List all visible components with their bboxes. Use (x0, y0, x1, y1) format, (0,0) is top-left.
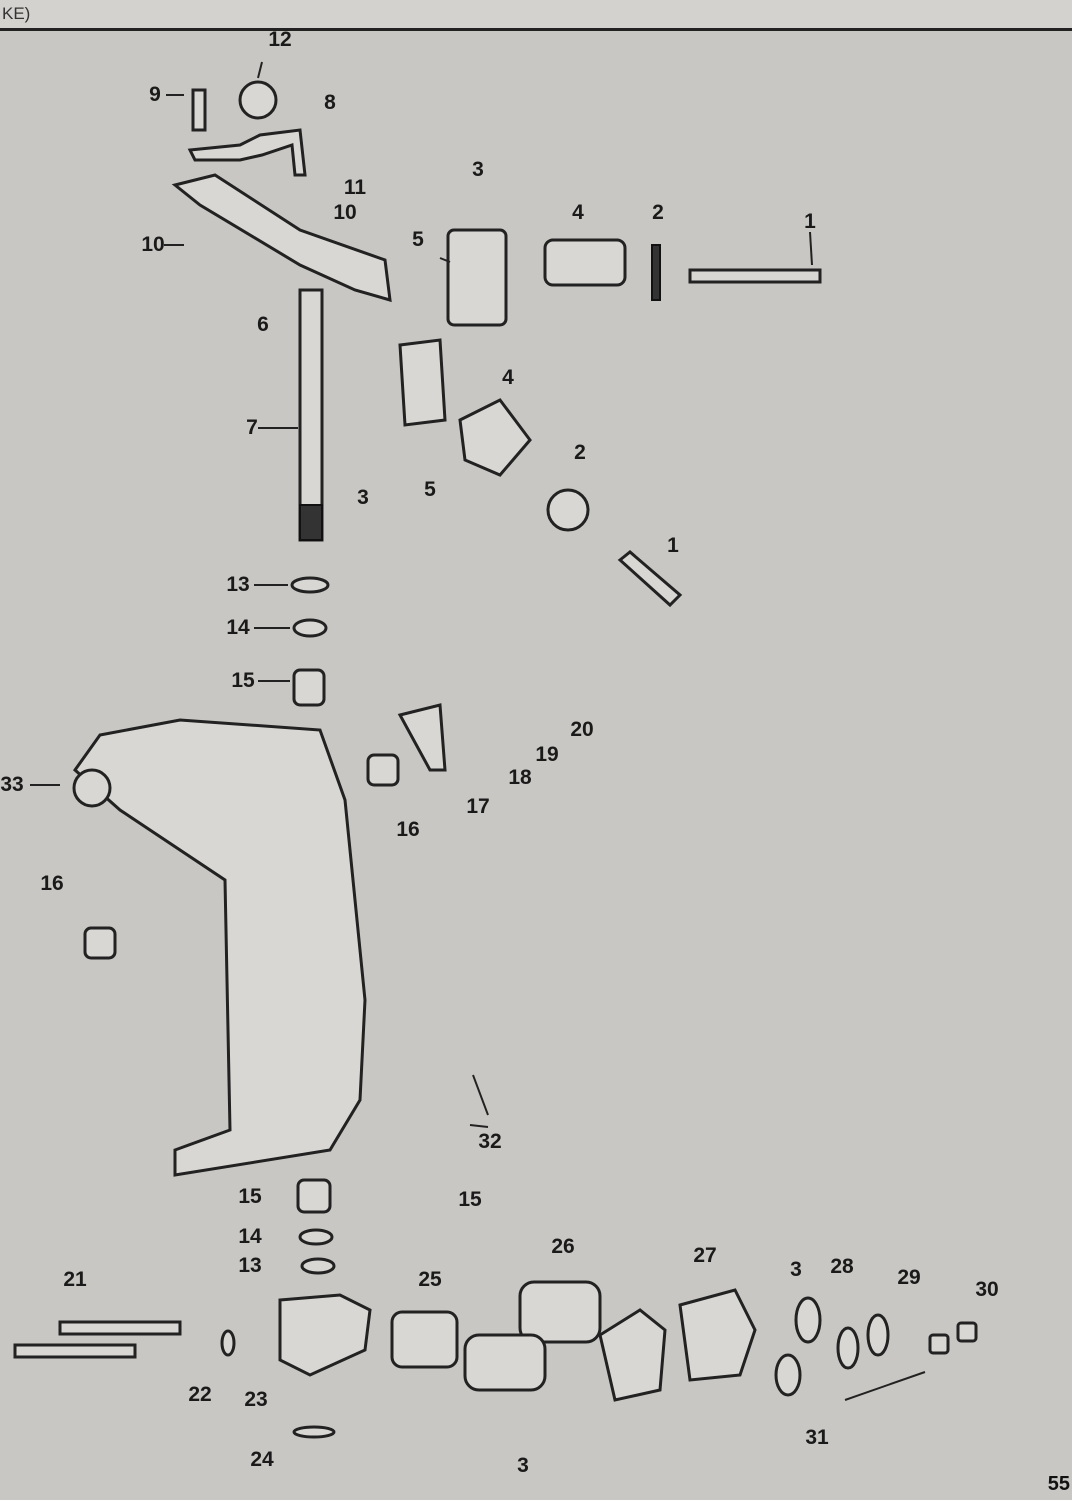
washer-2-lower (546, 488, 590, 532)
callout: 2 (574, 441, 586, 464)
callout: 24 (250, 1448, 274, 1471)
callout: 6 (257, 313, 269, 336)
bolt-1 (688, 268, 822, 284)
callout: 3 (790, 1258, 802, 1281)
window-header: KE) (0, 0, 1072, 31)
callout: 20 (570, 718, 594, 741)
bushing-16 (83, 926, 117, 960)
shaft-splines (299, 504, 323, 541)
callout: 14 (226, 616, 250, 639)
callout: 25 (418, 1268, 442, 1291)
callout: 7 (246, 416, 258, 439)
clamp-5-lower (398, 338, 447, 427)
washer-28 (794, 1296, 822, 1344)
callout: 22 (188, 1383, 212, 1406)
bolt-9 (191, 88, 207, 132)
steering-arm (171, 173, 392, 303)
page-number: 55 (1047, 1473, 1070, 1495)
callout: 8 (324, 91, 336, 114)
mount-26a (518, 1280, 602, 1344)
mount-bracket-5 (446, 228, 508, 327)
callout: 2 (652, 201, 664, 224)
callout: 5 (412, 228, 424, 251)
seal-14-lower (298, 1228, 334, 1246)
cover-27a (598, 1308, 667, 1402)
callout: 29 (897, 1266, 921, 1289)
bracket-17 (397, 703, 447, 772)
washer-29b (866, 1313, 890, 1357)
ring-24 (292, 1425, 336, 1439)
callout: 32 (478, 1130, 502, 1153)
yoke-23 (278, 1293, 372, 1377)
callout: 26 (551, 1235, 575, 1258)
washer-28b (774, 1353, 802, 1397)
washer-2 (651, 244, 661, 301)
callout: 21 (63, 1268, 87, 1291)
callout: 5 (424, 478, 436, 501)
callout: 4 (502, 366, 514, 389)
nut-30a (928, 1333, 950, 1355)
bolt-21b (13, 1343, 137, 1359)
washer-29a (836, 1326, 860, 1370)
swivel-bracket-33 (72, 718, 367, 1177)
callout: 12 (268, 28, 292, 51)
plate-25 (390, 1310, 459, 1369)
pin-32 (472, 1074, 489, 1116)
callout: 14 (238, 1225, 262, 1248)
washer-13 (290, 576, 330, 594)
link-rod (187, 128, 307, 177)
callout: 33 (0, 773, 24, 796)
mount-4-lower (458, 398, 532, 477)
callout: 27 (693, 1244, 717, 1267)
callout: 28 (830, 1255, 854, 1278)
callout: 15 (238, 1185, 262, 1208)
cover-27b (678, 1288, 757, 1382)
steering-shaft (298, 288, 324, 542)
callout: 30 (975, 1278, 999, 1301)
callout: 3 (357, 486, 369, 509)
washer-13-lower (300, 1257, 336, 1275)
callout: 3 (517, 1454, 529, 1477)
bushing-15 (292, 668, 326, 707)
bolt-21a (58, 1320, 182, 1336)
seal-14 (292, 618, 328, 638)
callout: 19 (535, 743, 559, 766)
pivot-hole (72, 768, 112, 808)
header-text: KE) (2, 4, 31, 23)
hose-clamp (238, 80, 278, 120)
callout: 17 (466, 795, 490, 818)
callout: 18 (508, 766, 532, 789)
bolt-1-lower (617, 550, 683, 608)
callout: 10 (333, 201, 357, 224)
callout: 13 (226, 573, 250, 596)
callout: 4 (572, 201, 584, 224)
callout: 16 (396, 818, 420, 841)
callout: 13 (238, 1254, 262, 1277)
mount-26b (463, 1333, 547, 1392)
bushing-15-lower (296, 1178, 332, 1214)
callout: 15 (231, 669, 255, 692)
rod-31 (844, 1371, 926, 1401)
callout: 3 (472, 158, 484, 181)
mount-4 (543, 238, 627, 287)
callout: 1 (804, 210, 816, 233)
callout: 1 (667, 534, 679, 557)
callout: 9 (149, 83, 161, 106)
nut-30b (956, 1321, 978, 1343)
callout: 10 (141, 233, 165, 256)
callout: 15 (458, 1188, 482, 1211)
bushing-16-b (366, 753, 400, 787)
callout: 16 (40, 872, 64, 895)
callout: 11 (343, 176, 367, 199)
callout: 23 (244, 1388, 268, 1411)
washer-22 (220, 1329, 236, 1357)
callout: 31 (805, 1426, 829, 1449)
